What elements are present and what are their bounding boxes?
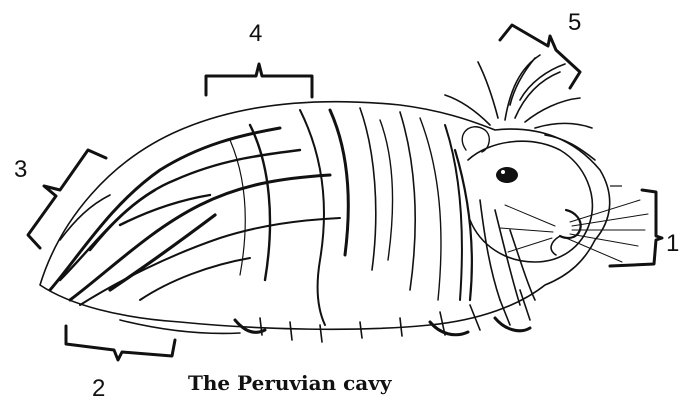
bracket-2 bbox=[66, 326, 175, 360]
diagram-caption: The Peruvian cavy bbox=[188, 371, 391, 395]
label-4: 4 bbox=[249, 22, 262, 46]
cavy-illustration bbox=[40, 55, 648, 342]
label-1: 1 bbox=[666, 232, 679, 256]
label-3: 3 bbox=[14, 158, 27, 182]
bracket-4 bbox=[206, 64, 312, 97]
label-5: 5 bbox=[568, 11, 581, 35]
cavy-eye bbox=[496, 167, 518, 183]
label-2: 2 bbox=[92, 377, 105, 401]
